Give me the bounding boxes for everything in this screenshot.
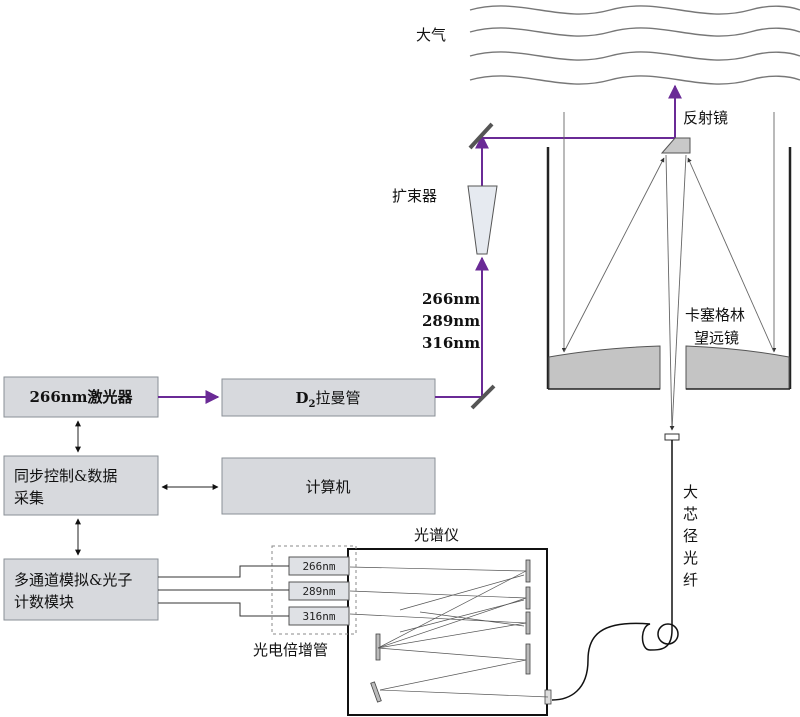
primary-mirror-left [548, 345, 661, 390]
laser-label: 266nm激光器 [29, 388, 133, 406]
raman-tube-box [221, 378, 436, 417]
computer-label: 计算机 [305, 478, 350, 496]
beam-expander [467, 185, 498, 255]
telescope-label-line2: 望远镜 [694, 329, 739, 347]
photon-counter-label-line1: 多通道模拟&光子 [14, 571, 132, 589]
spectrometer-label: 光谱仪 [414, 526, 459, 544]
fiber-label-5: 纤 [683, 571, 698, 589]
pmt-289-label: 289nm [302, 585, 335, 598]
spec-mirror-r4 [525, 643, 531, 675]
spec-mirror-l2 [370, 681, 382, 703]
photon-counter-label-line2: 计数模块 [14, 593, 74, 611]
fiber-coupler [664, 433, 680, 441]
pmt-signal-wires [158, 565, 289, 617]
raman-tube-label: D2拉曼管 [296, 389, 361, 410]
reflected-ray-right [687, 157, 775, 353]
secondary-mirror [660, 137, 691, 154]
atmosphere-waves [469, 5, 800, 85]
sync-control-box [3, 455, 159, 516]
laser-box [3, 376, 159, 418]
fiber-label-2: 芯 [683, 505, 698, 523]
primary-mirror-right [685, 345, 790, 390]
raman-suffix: 拉曼管 [315, 389, 360, 407]
computer-box [221, 457, 436, 515]
spec-mirror-r1 [525, 559, 531, 583]
wavelength-label-1: 266nm [422, 290, 480, 308]
telescope-label-line1: 卡塞格林 [685, 306, 745, 324]
cassegrain-telescope [546, 112, 792, 431]
steering-mirror-top [468, 122, 494, 150]
raman-subscript: 2 [309, 399, 316, 410]
steering-mirror-bottom [470, 384, 496, 410]
beam-expander-label: 扩束器 [392, 187, 437, 205]
pmt-316-label: 316nm [302, 610, 335, 623]
fiber-label-1: 大 [683, 483, 698, 501]
focus-ray-right [669, 154, 687, 431]
fiber-label-4: 光 [683, 549, 698, 567]
fiber-label-3: 径 [683, 527, 698, 545]
photon-counter-box [3, 558, 159, 621]
pmt-266-label: 266nm [302, 560, 335, 573]
reflected-ray-left [563, 157, 665, 353]
mirror-label: 反射镜 [683, 109, 728, 127]
spectrometer-box [347, 548, 548, 716]
pmt-label: 光电倍增管 [253, 641, 328, 659]
fiber-coil [657, 623, 679, 645]
beam-to-sky [482, 84, 682, 139]
spec-mirror-r2 [525, 586, 531, 610]
spectrometer-optics [349, 559, 552, 705]
wavelength-label-2: 289nm [422, 312, 480, 330]
spec-mirror-r3 [525, 611, 531, 635]
wavelength-label-3: 316nm [422, 334, 480, 352]
sync-control-label-line1: 同步控制&数据 [14, 467, 117, 485]
atmosphere-label: 大气 [416, 26, 446, 44]
pmt-289 [288, 581, 350, 601]
large-core-fiber [551, 440, 673, 701]
sync-control-label-line2: 采集 [14, 489, 44, 507]
focus-ray-left [665, 154, 675, 431]
raman-prefix: D [296, 389, 309, 407]
